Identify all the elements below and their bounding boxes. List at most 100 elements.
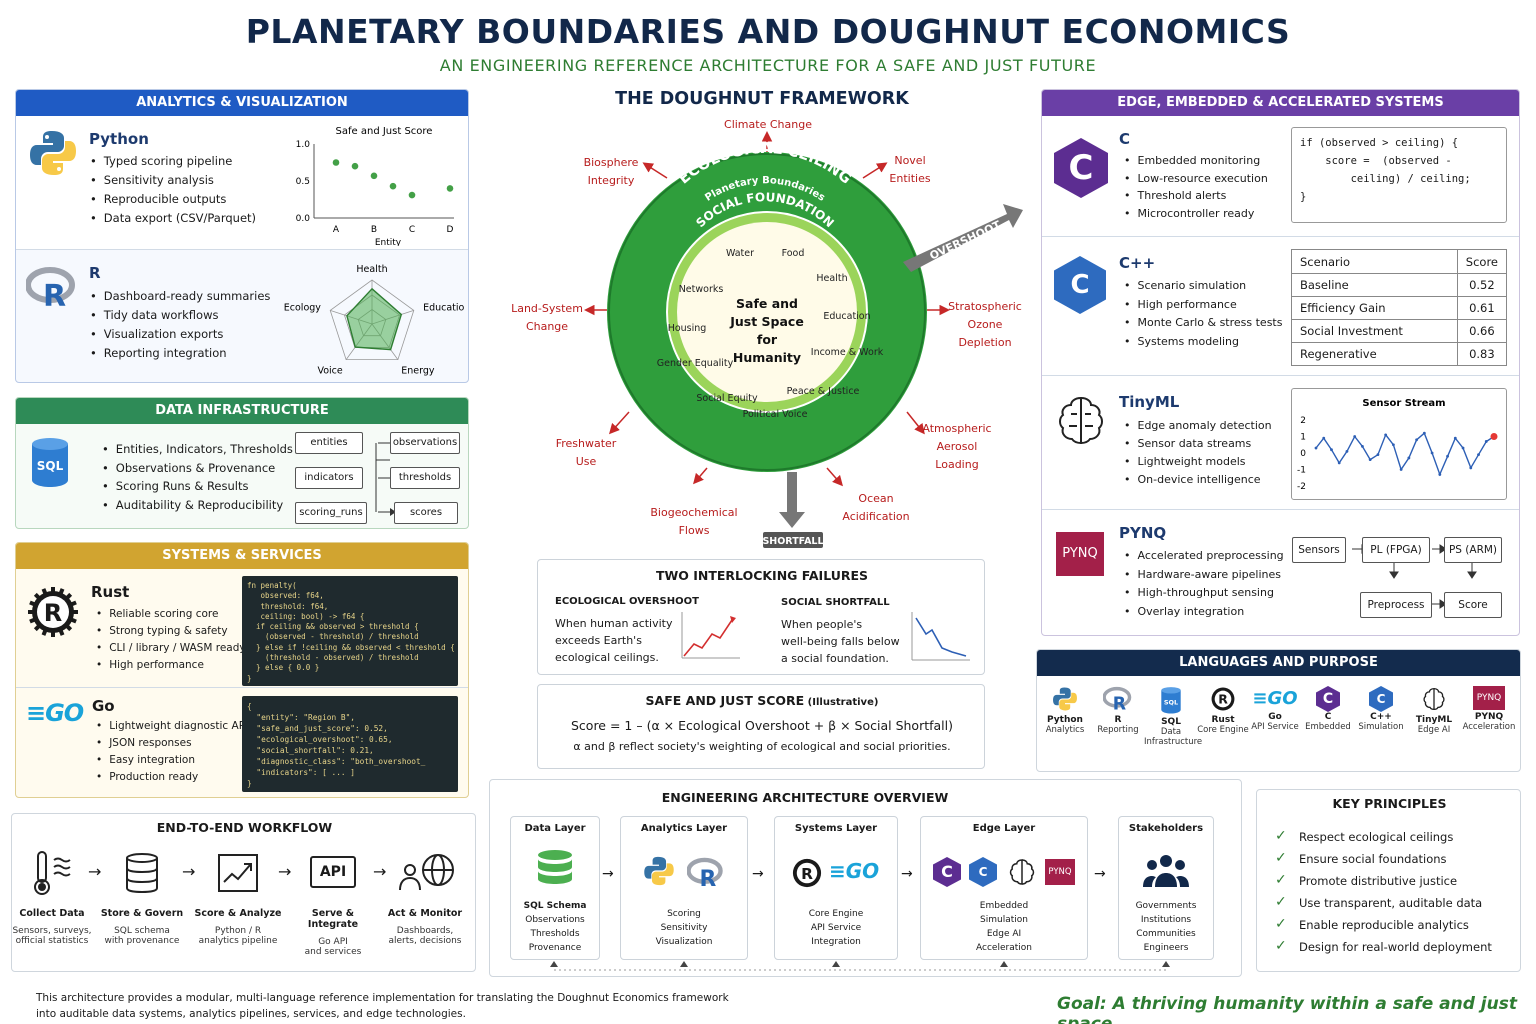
table-scoring-runs: scoring_runs [295, 502, 367, 524]
y-tick-label: 2 [1300, 416, 1306, 426]
brain-chip-icon [1059, 396, 1103, 445]
y-tick-label: 1 [1300, 433, 1306, 443]
list-item: Scenario simulation [1124, 277, 1282, 296]
check-icon: ✓ [1275, 894, 1287, 910]
center-line: for [757, 332, 778, 347]
r-name: R [89, 264, 101, 282]
c-logo-icon: C [1054, 138, 1108, 198]
list-item: Sensitivity analysis [90, 171, 256, 190]
table-thresholds: thresholds [390, 467, 460, 489]
x-tick-label: D [447, 225, 454, 235]
list-item: Strong typing & safety [96, 623, 246, 640]
list-item: Systems modeling [1124, 333, 1282, 352]
list-item: High performance [1124, 296, 1282, 315]
svg-text:R: R [43, 279, 66, 310]
c-code-snippet: if (observed > ceiling) { score = (obser… [1291, 127, 1507, 223]
center-line: Humanity [733, 350, 801, 365]
rust-logo-icon: R [28, 587, 78, 637]
pynq-icon: PYNQ [1473, 686, 1505, 710]
workflow-panel: END-TO-END WORKFLOW API → → → → Collect … [11, 813, 476, 972]
x-tick-label: A [333, 225, 340, 235]
data-infra-features: Entities, Indicators, Thresholds Observa… [102, 440, 293, 514]
boundary-label: Atmospheric Aerosol Loading [922, 422, 992, 471]
database-stack-icon [126, 853, 158, 894]
score-title: SAFE AND JUST SCORE [645, 693, 805, 708]
table-observations: observations [390, 432, 460, 454]
check-icon: ✓ [1275, 938, 1287, 954]
arch-arrow: → [901, 866, 913, 882]
list-item: CLI / library / WASM ready [96, 640, 245, 657]
boundary-label: Freshwater Use [555, 437, 617, 468]
rust-features: Reliable scoring core Strong typing & sa… [96, 606, 246, 674]
data-point [1461, 446, 1465, 450]
overshoot-trend-icon [681, 612, 740, 659]
edge-divider [1042, 375, 1519, 376]
x-tick-label: B [371, 225, 377, 235]
data-point [446, 185, 454, 192]
thermometer-icon [34, 851, 71, 895]
list-item: Embedded monitoring [1124, 152, 1268, 170]
list-item: Typed scoring pipeline [90, 152, 256, 171]
table-cell: Regenerative [1291, 342, 1458, 366]
list-item: Auditability & Reproducibility [102, 496, 293, 515]
list-item: High performance [96, 657, 246, 674]
table-entities: entities [295, 432, 363, 454]
pynq-box-ps: PS (ARM) [1444, 537, 1502, 563]
principle-item: Enable reproducible analytics [1299, 918, 1469, 932]
list-item: Entities, Indicators, Thresholds [102, 440, 293, 459]
svg-text:R: R [44, 599, 62, 627]
api-icon: API [310, 856, 356, 888]
go-features: Lightweight diagnostic API JSON response… [96, 718, 248, 786]
score-title-note: (Illustrative) [807, 697, 879, 708]
page-subtitle: AN ENGINEERING REFERENCE ARCHITECTURE FO… [439, 56, 1097, 75]
r-logo-icon: R [26, 267, 75, 310]
y-tick-label: -1 [1297, 466, 1306, 476]
eco-overshoot-text: When human activity exceeds Earth's ecol… [555, 617, 673, 664]
score-title-row: SAFE AND JUST SCORE (Illustrative) [538, 693, 986, 708]
sql-icon: SQL [1161, 687, 1181, 714]
boundary-label: Novel Entities [889, 154, 931, 185]
list-item: Scoring Runs & Results [102, 477, 293, 496]
c-small-icon: C [933, 857, 961, 887]
data-infra-panel: DATA INFRASTRUCTURE SQL Entities, Indica… [15, 397, 469, 529]
workflow-step: Store & Govern SQL schema with provenanc… [100, 908, 184, 946]
data-point [370, 172, 378, 180]
cpp-name: C++ [1119, 254, 1156, 272]
social-label: Peace & Justice [787, 386, 860, 397]
list-item: Sensor data streams [1124, 435, 1272, 453]
python-small-icon [644, 856, 674, 886]
list-item: Threshold alerts [1124, 187, 1268, 205]
c-icon: C [1316, 686, 1340, 712]
social-shortfall-title: SOCIAL SHORTFALL [781, 597, 890, 608]
social-label: Education [823, 311, 870, 322]
data-point [1330, 448, 1333, 452]
lang-cpp: C C++Simulation [1354, 686, 1408, 732]
people-group-icon [1143, 855, 1189, 887]
svg-text:SQL: SQL [1164, 698, 1178, 706]
y-tick-label: 1.0 [296, 140, 311, 150]
data-point [332, 159, 340, 166]
check-icon: ✓ [1275, 850, 1287, 866]
pynq-box-score: Score [1444, 592, 1502, 618]
cpp-icon: C [1369, 686, 1393, 712]
overshoot-label: OVERSHOOT [928, 218, 1004, 262]
social-label: Water [726, 248, 754, 259]
workflow-arrows: → [88, 862, 102, 881]
boundary-label: Stratospheric Ozone Depletion [948, 300, 1022, 349]
data-point [408, 191, 416, 199]
python-name: Python [89, 130, 149, 148]
radar-axis-label: Voice [317, 365, 342, 376]
y-tick-label: 0 [1300, 449, 1306, 459]
chart-title: Sensor Stream [1362, 398, 1445, 409]
list-item: Lightweight diagnostic API [96, 718, 248, 735]
r-section: R R Dashboard-ready summaries Tidy data … [16, 249, 468, 382]
languages-header: LANGUAGES AND PURPOSE [1037, 650, 1520, 676]
pynq-box-pl: PL (FPGA) [1362, 537, 1430, 563]
data-point [351, 162, 359, 170]
svg-text:R: R [699, 867, 716, 889]
shortfall-label: SHORTFALL [762, 536, 823, 547]
chart-title: Safe and Just Score [336, 126, 433, 137]
